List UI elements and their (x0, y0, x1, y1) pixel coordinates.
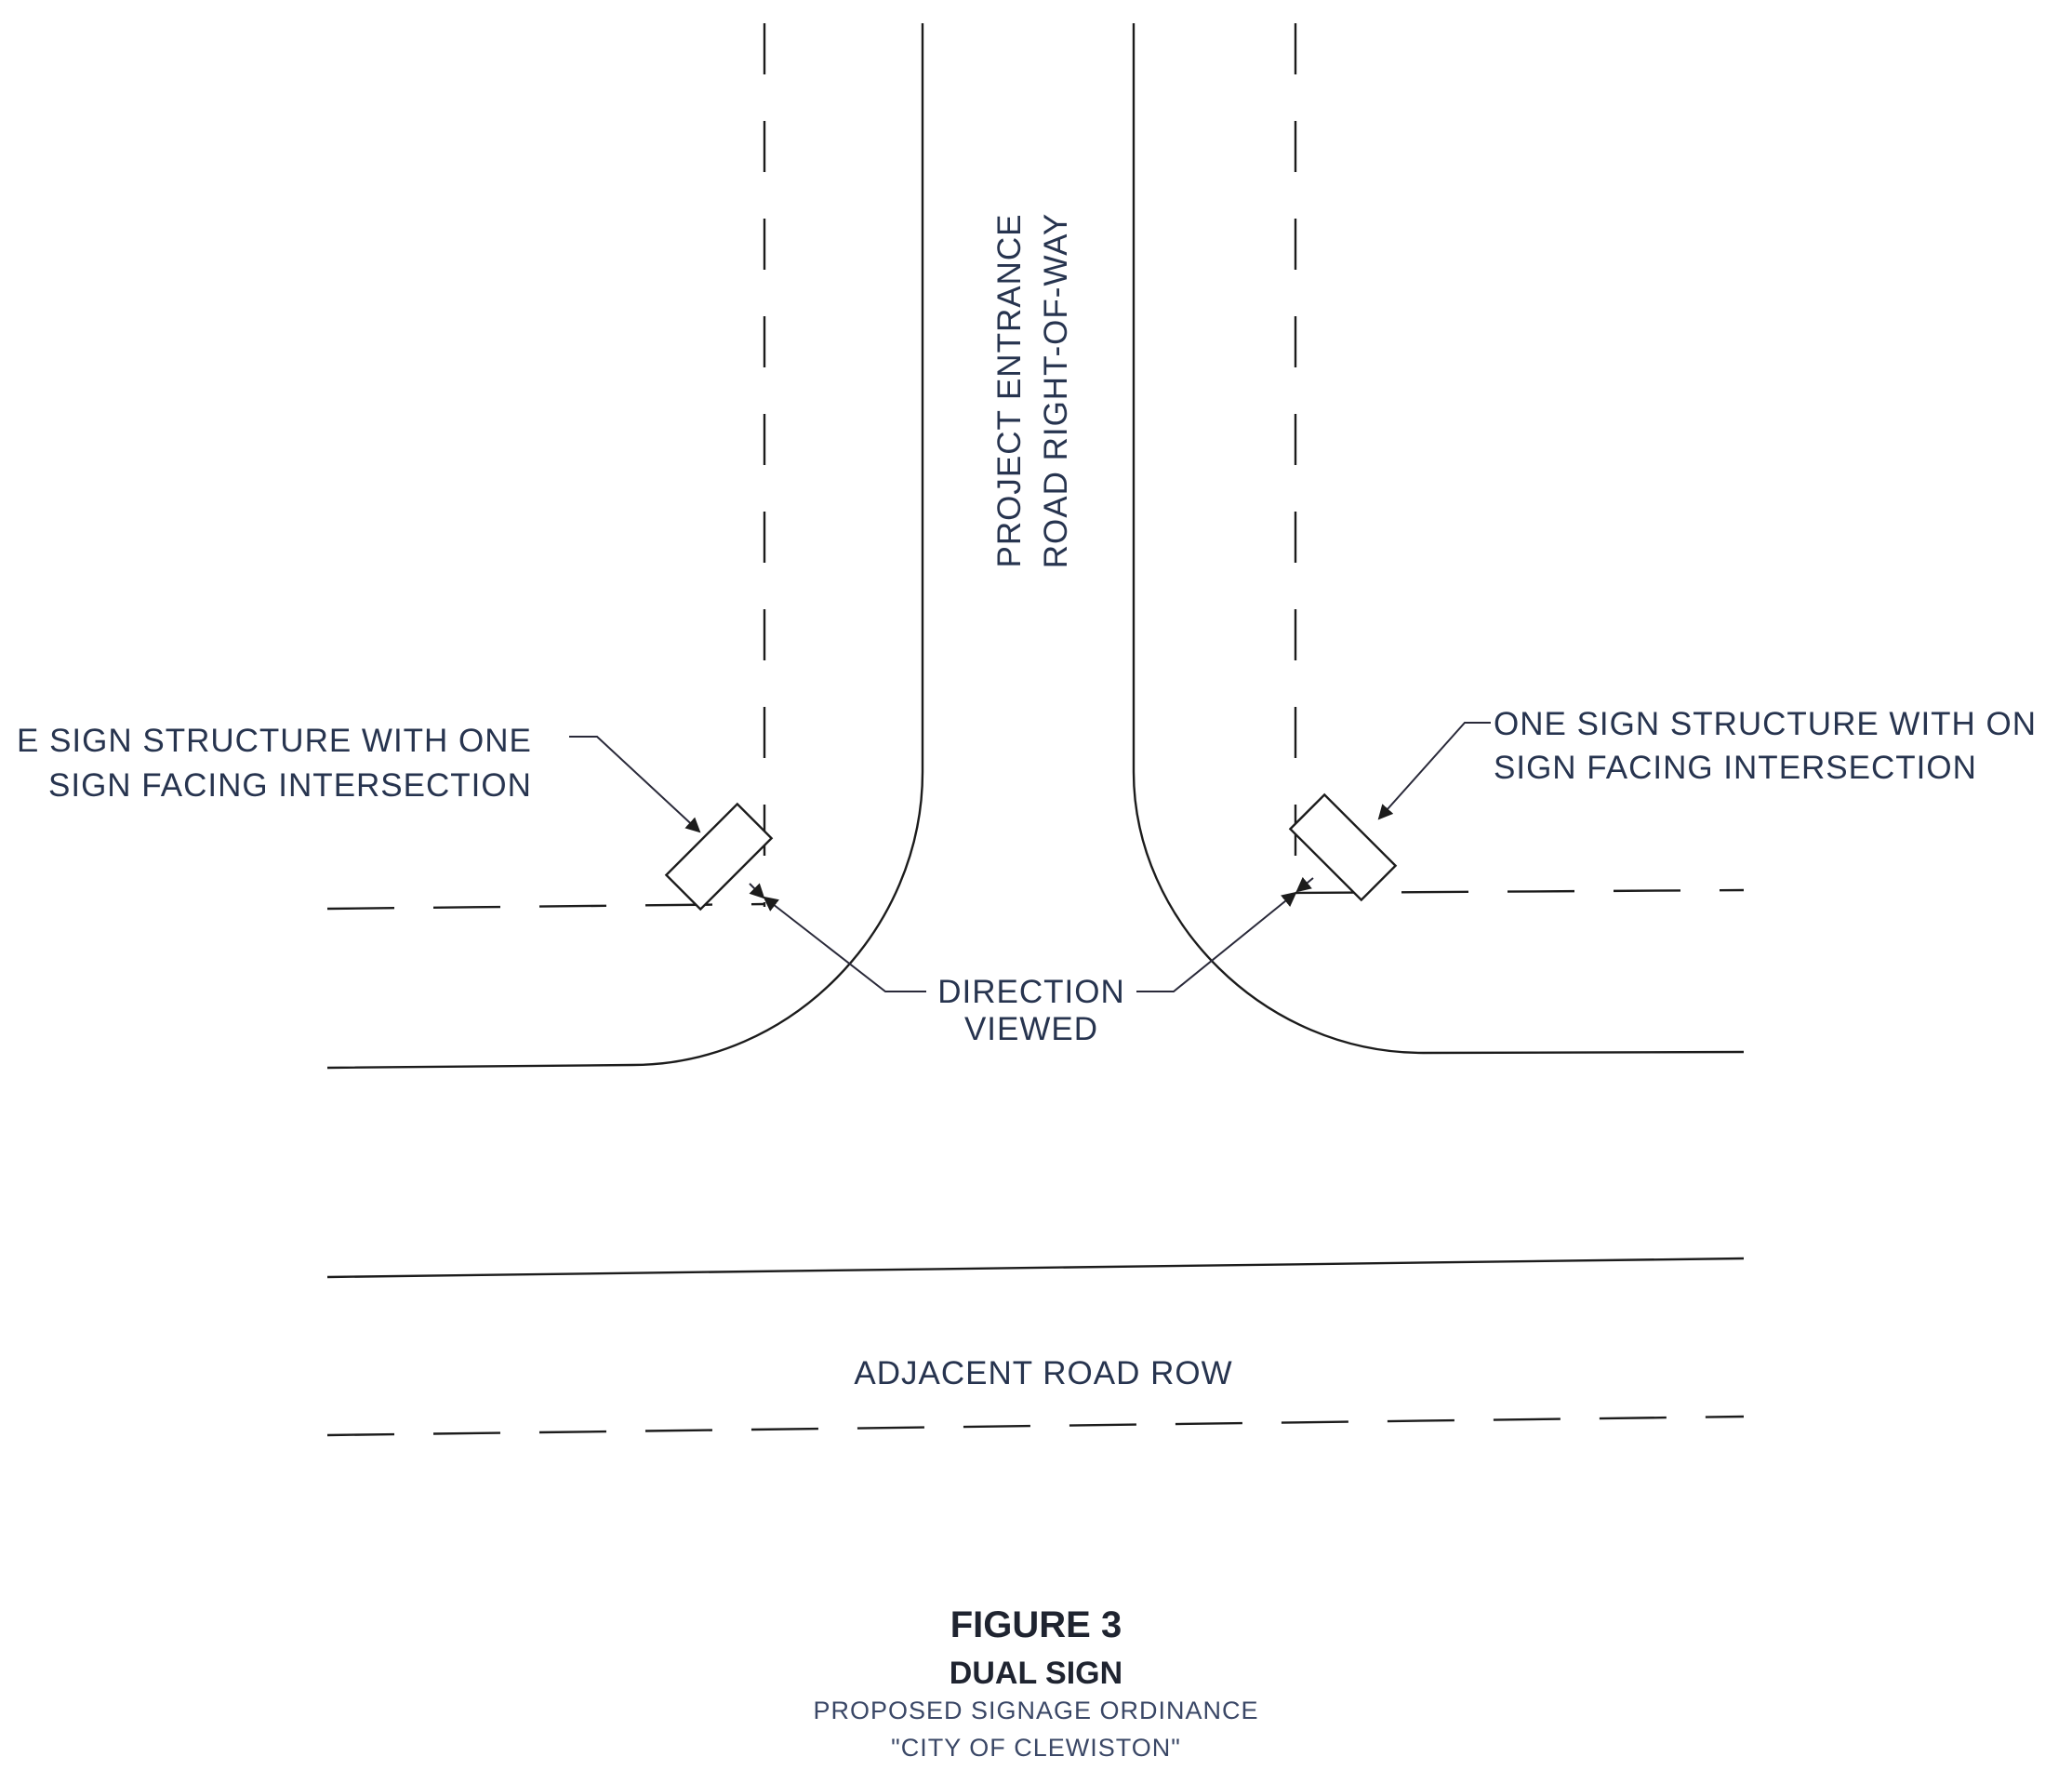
figure-caption-line3: PROPOSED SIGNAGE ORDINANCE (813, 1697, 1258, 1724)
left-row-horizontal (326, 902, 765, 911)
entrance-road-label-line2: ROAD RIGHT-OF-WAY (1038, 213, 1074, 569)
figure-subtitle: DUAL SIGN (950, 1656, 1122, 1691)
entrance-road-right-edge (1132, 23, 1745, 1055)
direction-viewed-leader-right (1136, 891, 1297, 992)
right-sign-label-line1: ONE SIGN STRUCTURE WITH ON (1494, 706, 2037, 742)
adjacent-road-edge (326, 1257, 1745, 1279)
adjacent-road-label: ADJACENT ROAD ROW (854, 1355, 1232, 1391)
figure-title: FIGURE 3 (950, 1604, 1122, 1645)
entrance-road-label: PROJECT ENTRANCE ROAD RIGHT-OF-WAY (991, 213, 1074, 569)
entrance-road-left-edge (326, 23, 924, 1070)
right-row-horizontal (1295, 888, 1745, 895)
left-sign-leader (569, 736, 701, 833)
entrance-road-label-line1: PROJECT ENTRANCE (991, 214, 1028, 568)
direction-viewed-label-line2: VIEWED (964, 1011, 1098, 1047)
right-direction-arrow (1295, 876, 1314, 893)
right-sign-structure (1288, 792, 1398, 902)
direction-viewed-label-line1: DIRECTION (937, 974, 1125, 1010)
left-sign-structure (664, 802, 774, 912)
right-sign-leader (1377, 722, 1491, 820)
left-direction-arrow (749, 883, 765, 899)
figure-caption-line4: "CITY OF CLEWISTON" (891, 1734, 1181, 1762)
left-sign-label-line2: SIGN FACING INTERSECTION (48, 767, 532, 804)
left-sign-label-line1: E SIGN STRUCTURE WITH ONE (17, 723, 532, 759)
right-sign-label-line2: SIGN FACING INTERSECTION (1494, 750, 1977, 786)
direction-viewed-leader-left (763, 896, 926, 992)
adjacent-road-row-line (326, 1415, 1745, 1437)
